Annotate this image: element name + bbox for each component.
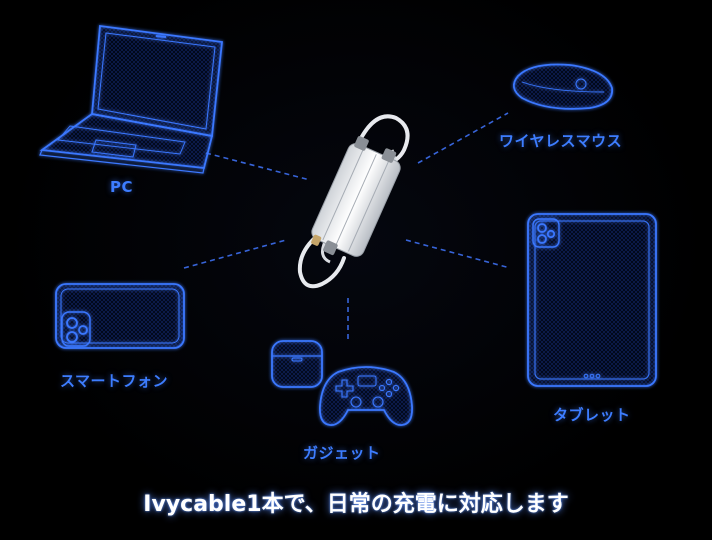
smartphone-icon [55, 283, 185, 349]
earbuds-case-icon [271, 340, 323, 388]
label-gadget: ガジェット [303, 444, 381, 462]
connector-tablet [405, 239, 511, 269]
label-pc: PC [110, 178, 134, 196]
connector-pc [205, 152, 311, 181]
tagline: Ivycable1本で、日常の充電に対応します [143, 492, 569, 517]
mouse-icon [512, 63, 613, 110]
label-tablet: タブレット [553, 406, 631, 424]
connector-smartphone [183, 239, 287, 269]
connector-lines [183, 112, 511, 340]
label-wireless-mouse: ワイヤレスマウス [499, 132, 623, 150]
tablet-icon [527, 213, 657, 387]
label-smartphone: スマートフォン [60, 372, 169, 390]
gamepad-icon [319, 366, 413, 426]
laptop-icon [39, 24, 223, 174]
connector-mouse [417, 112, 509, 164]
cable-product [297, 114, 410, 289]
